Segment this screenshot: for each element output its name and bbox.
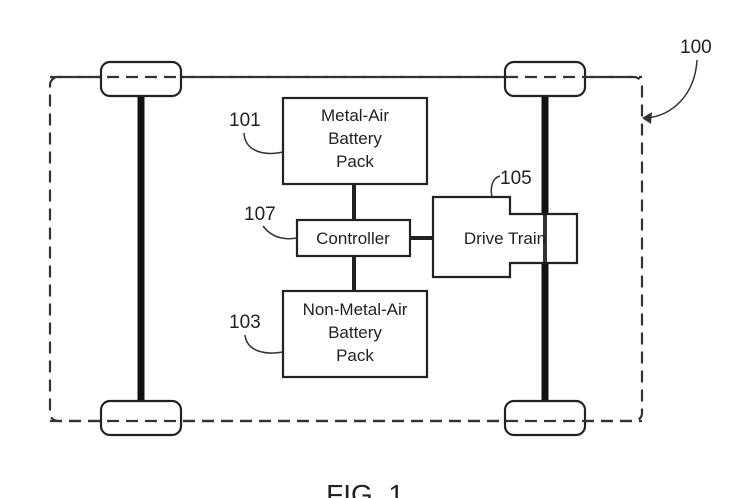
arrowhead-100 <box>642 112 652 124</box>
metal-air-battery-pack-box <box>281 96 429 186</box>
wheel-rear-left <box>503 60 587 98</box>
ref-100: 100 <box>680 37 712 58</box>
wheel-front-left <box>99 60 183 98</box>
leader-103 <box>244 334 284 354</box>
controller-box <box>295 218 412 258</box>
non-metal-air-pack-line-3: Pack <box>336 346 374 365</box>
non-metal-air-pack-line-1: Non-Metal-Air <box>303 300 408 319</box>
non-metal-air-battery-pack-box <box>281 289 429 379</box>
metal-air-pack-line-3: Pack <box>336 152 374 171</box>
ref-103: 103 <box>229 312 261 333</box>
drive-train-box <box>431 195 579 279</box>
ref-107: 107 <box>244 204 276 225</box>
leader-101 <box>243 132 284 155</box>
leader-105 <box>490 175 501 198</box>
metal-air-pack-line-1: Metal-Air <box>321 106 389 125</box>
wheel-front-right <box>99 399 183 437</box>
drive-train-label: Drive Train <box>464 229 546 248</box>
metal-air-pack-line-2: Battery <box>328 129 382 148</box>
ref-101: 101 <box>229 110 261 131</box>
controller-label: Controller <box>316 229 390 248</box>
ref-105: 105 <box>500 168 532 189</box>
leader-107 <box>262 225 298 240</box>
non-metal-air-pack-line-2: Battery <box>328 323 382 342</box>
figure-caption: FIG. 1 <box>326 479 404 498</box>
leader-100 <box>645 59 698 119</box>
wheel-rear-right <box>503 399 587 437</box>
